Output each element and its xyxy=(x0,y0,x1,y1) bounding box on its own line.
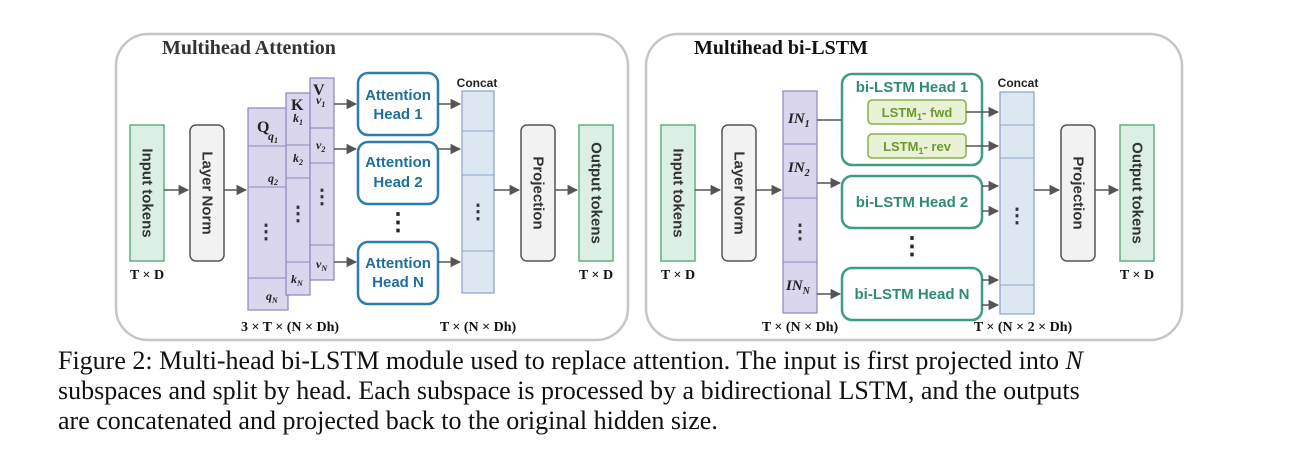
k-sub-label: k1 xyxy=(293,111,303,127)
attention-head-n: Attention Head N xyxy=(356,240,440,306)
svg-text:Attention: Attention xyxy=(365,255,431,272)
in-label: IN2 xyxy=(787,160,810,179)
v-label: V xyxy=(313,82,325,99)
output-tokens-label: Output tokens xyxy=(1129,142,1146,244)
layer-norm-label: Layer Norm xyxy=(199,151,216,234)
output-dim-label: T × D xyxy=(579,268,613,283)
concat-ellipsis: ⋮ xyxy=(1007,205,1027,227)
svg-text:Head 2: Head 2 xyxy=(373,174,422,191)
qkv-dim-label: 3 × T × (N × Dh) xyxy=(241,320,339,335)
bilstm-panel-title: Multihead bi-LSTM xyxy=(694,37,868,59)
bilstm-head-2: bi-LSTM Head 2 xyxy=(840,174,984,230)
in-ellipsis: ⋮ xyxy=(790,221,810,243)
in-label: INN xyxy=(785,278,811,297)
svg-text:bi-LSTM Head 1: bi-LSTM Head 1 xyxy=(856,79,969,96)
q-sub-label: q2 xyxy=(268,171,278,187)
attention-head-2: Attention Head 2 xyxy=(356,140,440,206)
diagram-figure: Multihead Attention Input tokens T × D L… xyxy=(114,32,1184,342)
k-sub-label: k2 xyxy=(293,151,303,167)
projection-box xyxy=(1060,124,1096,262)
v-sub-label: v2 xyxy=(316,138,325,154)
output-tokens-box xyxy=(1119,124,1155,262)
input-tokens-label: Input tokens xyxy=(139,148,156,237)
input-tokens-box xyxy=(129,124,165,262)
k-label: K xyxy=(291,97,304,114)
v-ellipsis: ⋮ xyxy=(312,186,332,208)
projection-label: Projection xyxy=(1070,156,1087,229)
caption-line: subspaces and split by head. Each subspa… xyxy=(58,376,1080,405)
input-dim-label: T × D xyxy=(661,268,695,283)
concat-label: Concat xyxy=(457,76,498,90)
caption-line: are concatenated and projected back to t… xyxy=(58,406,718,435)
v-matrix xyxy=(309,77,335,281)
projection-label: Projection xyxy=(530,156,547,229)
output-tokens-box xyxy=(578,124,614,262)
caption-line: Figure 2: Multi-head bi-LSTM module used… xyxy=(58,346,1083,375)
q-sub-label: qN xyxy=(266,289,279,305)
lstm-fwd-box: LSTM1- fwd xyxy=(867,99,967,125)
v-sub-label: v1 xyxy=(316,93,325,109)
attention-panel-title: Multihead Attention xyxy=(162,37,336,59)
input-tokens-label: Input tokens xyxy=(670,148,687,237)
bilstm-panel: Multihead bi-LSTM Input tokens T × D Lay… xyxy=(644,32,1184,342)
svg-text:bi-LSTM Head 2: bi-LSTM Head 2 xyxy=(856,194,969,211)
input-tokens-box xyxy=(660,124,696,262)
concat-ellipsis: ⋮ xyxy=(468,201,488,223)
in-label: IN1 xyxy=(787,111,810,130)
figure-caption: Figure 2: Multi-head bi-LSTM module used… xyxy=(58,346,1258,436)
attention-head-1: Attention Head 1 xyxy=(356,71,440,137)
q-ellipsis: ⋮ xyxy=(256,221,276,243)
heads-ellipsis: ⋮ xyxy=(386,209,410,236)
concat-label: Concat xyxy=(998,76,1039,90)
k-ellipsis: ⋮ xyxy=(288,203,308,225)
split-input-column xyxy=(782,90,818,314)
layer-norm-label: Layer Norm xyxy=(731,151,748,234)
bilstm-head-n: bi-LSTM Head N xyxy=(840,266,984,322)
v-sub-label: vN xyxy=(316,257,328,273)
concat-dim-label: T × (N × Dh) xyxy=(440,320,517,335)
svg-text:Head N: Head N xyxy=(372,274,424,291)
input-dim-label: T × D xyxy=(130,268,164,283)
q-matrix xyxy=(247,107,289,311)
svg-text:Attention: Attention xyxy=(365,87,431,104)
layer-norm-box xyxy=(189,124,225,262)
svg-text:Attention: Attention xyxy=(365,154,431,171)
projection-box xyxy=(520,124,556,262)
q-label: Q xyxy=(257,119,269,136)
heads-ellipsis: ⋮ xyxy=(900,233,924,260)
q-sub-label: q1 xyxy=(268,129,278,145)
split-dim-label: T × (N × Dh) xyxy=(762,320,839,335)
k-sub-label: kN xyxy=(291,272,304,288)
svg-text:Head 1: Head 1 xyxy=(373,106,422,123)
concat-dim-label: T × (N × 2 × Dh) xyxy=(974,320,1073,335)
svg-text:bi-LSTM Head N: bi-LSTM Head N xyxy=(855,286,970,303)
svg-text:LSTM1- rev: LSTM1- rev xyxy=(883,139,952,156)
output-dim-label: T × D xyxy=(1120,268,1154,283)
layer-norm-box xyxy=(721,124,757,262)
concat-column xyxy=(999,91,1035,315)
attention-panel: Multihead Attention Input tokens T × D L… xyxy=(114,32,630,342)
svg-text:LSTM1- fwd: LSTM1- fwd xyxy=(882,105,953,122)
output-tokens-label: Output tokens xyxy=(588,142,605,244)
lstm-rev-box: LSTM1- rev xyxy=(867,133,967,159)
concat-column xyxy=(461,90,495,294)
